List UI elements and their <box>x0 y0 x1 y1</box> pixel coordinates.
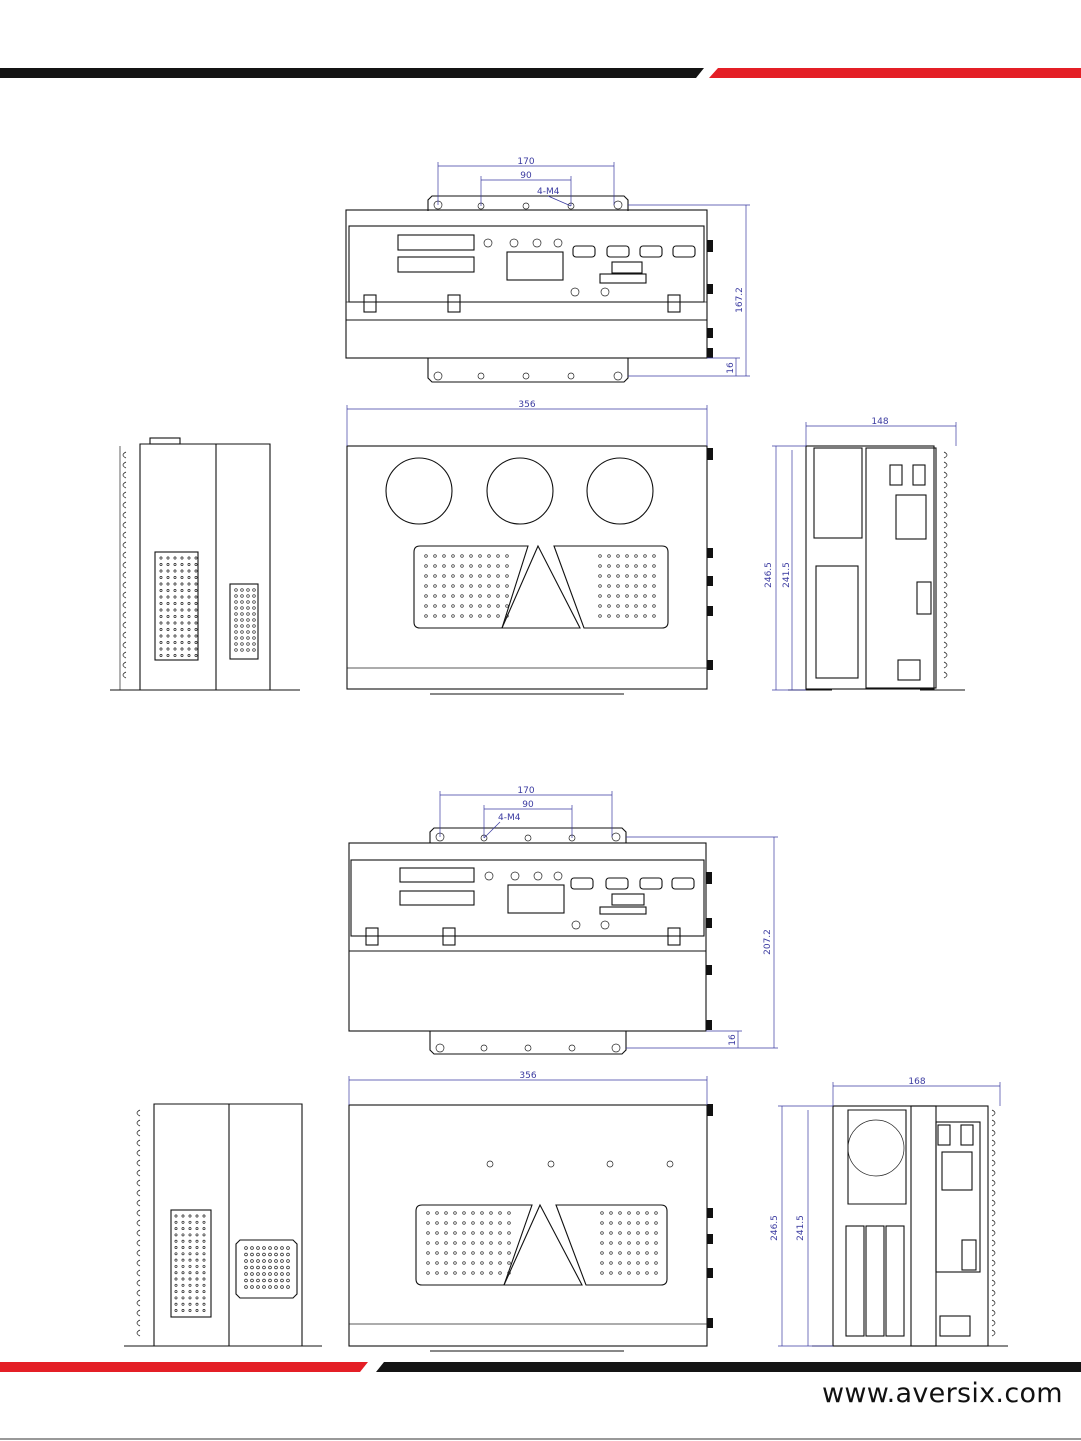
dim-side1-outer-height: 246.5 <box>764 562 774 588</box>
rear-view-2: 356 <box>349 1071 713 1351</box>
right-side-view-1: 148 246.5 241.5 <box>764 417 965 690</box>
dim-front2-inner-width: 90 <box>522 800 534 810</box>
rear-view-1: 356 <box>347 400 713 694</box>
dim-side2-outer-height: 246.5 <box>770 1215 780 1241</box>
side1r-fins <box>944 452 947 678</box>
side1-fins <box>123 452 126 678</box>
dim-front2-height: 207.2 <box>763 929 773 955</box>
side2r-fins <box>992 1110 995 1336</box>
right-side-view-2: 168 246.5 241.5 <box>770 1077 1008 1346</box>
dim-rear1-width: 356 <box>518 400 535 410</box>
dim-side2-depth: 168 <box>908 1077 925 1087</box>
top-banner <box>0 68 1081 78</box>
dim-front2-foot: 16 <box>728 1034 738 1046</box>
dim-front1-height: 167.2 <box>735 287 745 313</box>
dim-side1-inner-height: 241.5 <box>782 562 792 588</box>
dim-front1-foot: 16 <box>726 362 736 374</box>
dim-front1-inner-width: 90 <box>520 171 532 181</box>
dim-front2-outer-width: 170 <box>517 786 534 796</box>
dim-front1-screws: 4-M4 <box>537 187 560 197</box>
left-side-view-2 <box>124 1104 322 1346</box>
front-view-1: 170 90 4-M4 167.2 16 <box>346 157 750 382</box>
dim-front2-screws: 4-M4 <box>498 813 521 823</box>
front-view-2: 170 90 4-M4 207.2 16 <box>349 786 778 1054</box>
dim-front1-outer-width: 170 <box>517 157 534 167</box>
website-url[interactable]: www.aversix.com <box>822 1378 1063 1409</box>
left-side-view-1 <box>110 438 300 690</box>
dim-rear2-width: 356 <box>519 1071 536 1081</box>
side2-fins <box>137 1110 140 1336</box>
bottom-banner <box>0 1362 1081 1372</box>
dim-side1-depth: 148 <box>871 417 888 427</box>
dim-side2-inner-height: 241.5 <box>796 1215 806 1241</box>
